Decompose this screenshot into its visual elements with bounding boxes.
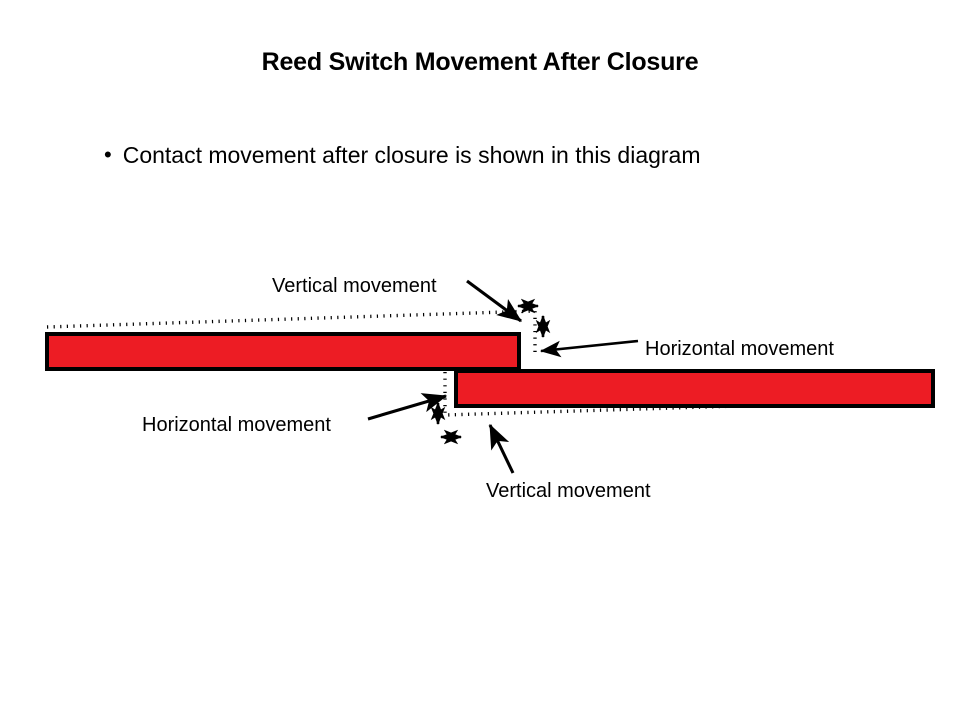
- bullet-marker-icon: •: [104, 142, 112, 167]
- lower-reed-blade: [454, 369, 935, 408]
- label-bottom-vertical-movement: Vertical movement: [486, 480, 651, 502]
- lower-blade-original-outline: [443, 372, 934, 417]
- page-title: Reed Switch Movement After Closure: [261, 48, 699, 76]
- bottom-horizontal-leader-line: [367, 393, 448, 421]
- label-top-horizontal-movement: Horizontal movement: [645, 338, 834, 360]
- bullet-text: Contact movement after closure is shown …: [122, 142, 701, 168]
- top-horizontal-leader-line: [539, 339, 639, 358]
- label-bottom-horizontal-movement: Horizontal movement: [142, 414, 331, 436]
- label-top-vertical-movement: Vertical movement: [272, 275, 437, 297]
- bottom-vertical-leader-line: [488, 423, 515, 474]
- bullet-list-item: • Contact movement after closure is show…: [104, 140, 884, 170]
- upper-reed-blade: [45, 332, 521, 371]
- top-vertical-leader-line: [466, 279, 522, 323]
